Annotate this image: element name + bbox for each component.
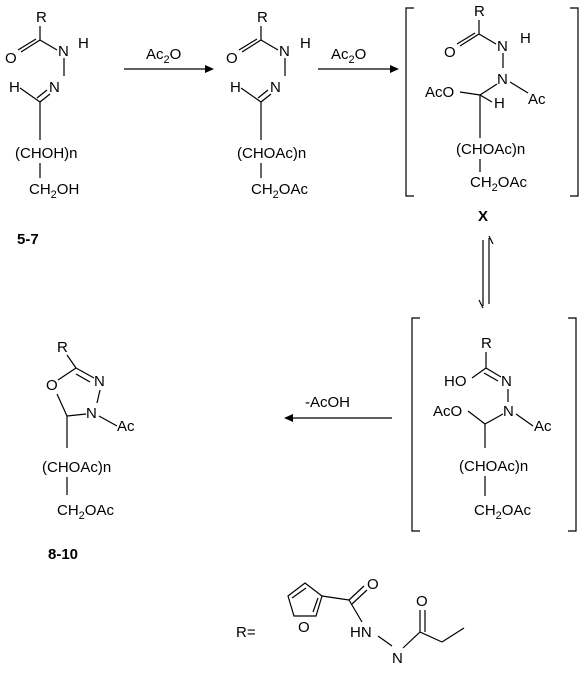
hydroxy-group: HO xyxy=(444,373,467,390)
equilibrium-arrows xyxy=(478,235,494,309)
r-group: R xyxy=(481,335,492,352)
imine-nitrogen: N xyxy=(49,79,60,96)
label-8-10: 8-10 xyxy=(48,546,78,563)
imine-hydrogen: H xyxy=(9,79,20,96)
r-group: R xyxy=(474,3,485,20)
n-ac-nitrogen: N xyxy=(503,403,514,420)
n-ac-nitrogen: N xyxy=(497,71,508,88)
label-x: X xyxy=(478,208,488,225)
imine-nitrogen: N xyxy=(501,373,512,390)
nh-nitrogen: N xyxy=(279,43,290,60)
n-ac-group: Ac xyxy=(528,91,546,108)
r-group: R xyxy=(57,339,68,356)
chain-choh: (CHOH)n xyxy=(15,145,78,162)
ch-hydrogen: H xyxy=(494,95,505,112)
ring-nitrogen-imine: N xyxy=(94,373,105,390)
r-group: R xyxy=(257,9,268,26)
imine-nitrogen: N xyxy=(270,79,281,96)
chain-ch2oh: CH2OH xyxy=(29,181,79,201)
r-equals-label: R= xyxy=(236,624,256,641)
n-ac-group: Ac xyxy=(534,418,552,435)
bracket-right xyxy=(570,7,579,197)
chain-chooac: (CHOAc)n xyxy=(456,141,525,158)
r-group: R xyxy=(36,9,47,26)
label-5-7: 5-7 xyxy=(17,231,39,248)
propanoyl-oxygen: O xyxy=(416,593,428,610)
nh-hydrogen: H xyxy=(78,35,89,52)
carbonyl-oxygen: O xyxy=(444,44,456,61)
r-group-definition: R= O O HN N O xyxy=(236,576,465,667)
compound-enol-intermediate: R HO N N Ac AcO (CHOAc)n CH2OAc xyxy=(411,317,577,532)
chain-ch2oac: CH2OAc xyxy=(251,181,308,201)
compound-x: R O N H N Ac AcO H (CHOAc)n CH2OAc X xyxy=(405,3,579,225)
hn-group: HN xyxy=(350,624,372,641)
acetoxy-group: AcO xyxy=(425,84,454,101)
reagent-step2: Ac2O xyxy=(331,46,366,66)
ring-oxygen: O xyxy=(46,377,58,394)
nh-hydrogen: H xyxy=(520,30,531,47)
arrow-step2: Ac2O xyxy=(318,46,399,73)
chain-ch2oac: CH2OAc xyxy=(57,502,114,522)
chain-ch2oac: CH2OAc xyxy=(470,174,527,194)
compound-8-10: R N O N Ac (CHOAc)n CH2OAc 8-10 xyxy=(42,339,135,563)
arrow-step1: Ac2O xyxy=(124,46,214,73)
carbonyl-oxygen: O xyxy=(226,50,238,67)
bracket-left xyxy=(411,317,420,532)
compound-5-7: R O N H N H (CHOH)n CH2OH 5-7 xyxy=(5,9,89,248)
nh-hydrogen: H xyxy=(300,35,311,52)
compound-acetylated-hydrazone: R O N H N H (CHOAc)n CH2OAc xyxy=(226,9,311,201)
ring-nitrogen-ac: N xyxy=(86,405,97,422)
chain-chooac: (CHOAc)n xyxy=(42,459,111,476)
chain-ch2oac: CH2OAc xyxy=(474,502,531,522)
chain-chooac: (CHOAc)n xyxy=(459,458,528,475)
chain-chooac: (CHOAc)n xyxy=(237,145,306,162)
arrow-step3: -AcOH xyxy=(284,394,392,422)
reagent-step3: -AcOH xyxy=(305,394,350,411)
nh-nitrogen: N xyxy=(392,650,403,667)
bracket-left xyxy=(405,7,414,197)
acetoxy-group: AcO xyxy=(433,403,462,420)
nh-nitrogen: N xyxy=(58,43,69,60)
reagent-step1: Ac2O xyxy=(146,46,181,66)
nh-nitrogen: N xyxy=(497,38,508,55)
furan-oxygen: O xyxy=(298,619,310,636)
furoyl-oxygen: O xyxy=(367,576,379,593)
bracket-right xyxy=(568,317,577,532)
n-ac-group: Ac xyxy=(117,418,135,435)
carbonyl-oxygen: O xyxy=(5,50,17,67)
furan-ring xyxy=(287,582,323,617)
imine-hydrogen: H xyxy=(230,79,241,96)
